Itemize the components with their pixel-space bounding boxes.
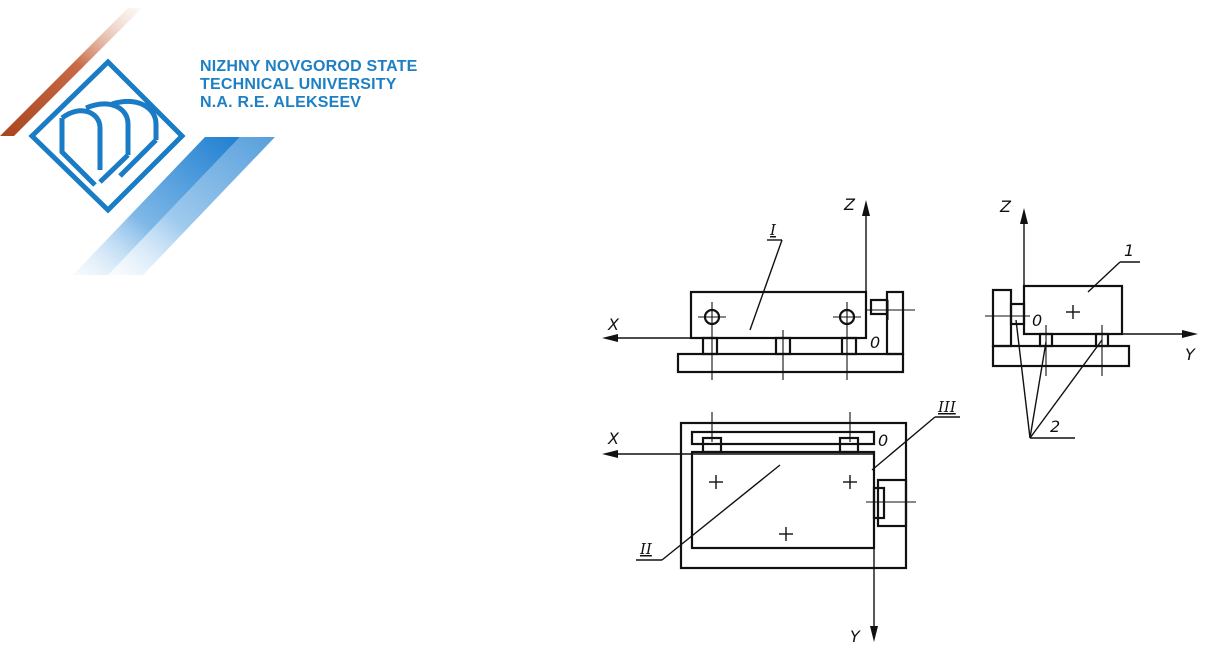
blue-stripe-2	[108, 137, 275, 275]
side-z-label: Z	[999, 197, 1012, 216]
side-z-arrow	[1020, 208, 1028, 224]
top-x-arrow	[602, 450, 618, 458]
top-view	[679, 421, 908, 570]
top-x-label: X	[607, 429, 620, 448]
front-support-1	[701, 336, 719, 356]
top-crosses	[709, 475, 857, 541]
side-origin-label: 0	[1032, 311, 1042, 330]
university-name-line-1: NIZHNY NOVGOROD STATE	[200, 58, 418, 75]
top-rail	[690, 430, 876, 446]
front-x-arrow	[602, 334, 618, 342]
side-clamp	[1009, 302, 1026, 326]
side-view	[991, 284, 1131, 368]
university-name-line-2: TECHNICAL UNIVERSITY	[200, 76, 397, 93]
front-support-3	[840, 336, 858, 356]
part-label-1: 1	[1124, 241, 1134, 260]
front-x-label: X	[607, 315, 620, 334]
surface-label-i: I	[769, 221, 777, 239]
front-clamp	[869, 298, 889, 316]
top-y-arrow	[870, 626, 878, 642]
top-support-2	[838, 436, 860, 454]
top-axes	[610, 416, 960, 635]
front-origin-label: 0	[870, 333, 880, 352]
front-z-arrow	[862, 200, 870, 216]
surface-label-ii: II	[639, 540, 653, 558]
front-axes	[610, 205, 867, 339]
front-bracket	[885, 290, 905, 356]
side-y-arrow	[1182, 330, 1198, 338]
university-emblem-icon	[0, 8, 275, 275]
front-z-label: Z	[843, 195, 856, 214]
side-bracket	[991, 288, 1013, 348]
fixture-drawing: X Z 0 I X Y 0 II III Z Y 0 1 2	[602, 195, 1198, 646]
side-axes	[1015, 215, 1190, 439]
side-y-label: Y	[1185, 345, 1196, 364]
side-base-plate	[991, 344, 1131, 368]
university-name-line-3: N.A. R.E. ALEKSEEV	[200, 94, 362, 111]
front-centerlines	[698, 300, 915, 380]
top-y-label: Y	[850, 627, 861, 646]
surface-label-iii: III	[937, 398, 957, 416]
blue-stripe-1	[73, 137, 240, 275]
top-origin-label: 0	[878, 431, 888, 450]
university-logo: NIZHNY NOVGOROD STATE TECHNICAL UNIVERSI…	[0, 0, 420, 290]
brown-stripe	[0, 8, 142, 136]
side-crosses	[1066, 305, 1080, 319]
emblem-diamond	[28, 58, 186, 214]
support-label-2: 2	[1050, 417, 1060, 436]
top-clamp-block	[876, 478, 908, 528]
top-centerlines	[711, 412, 916, 503]
